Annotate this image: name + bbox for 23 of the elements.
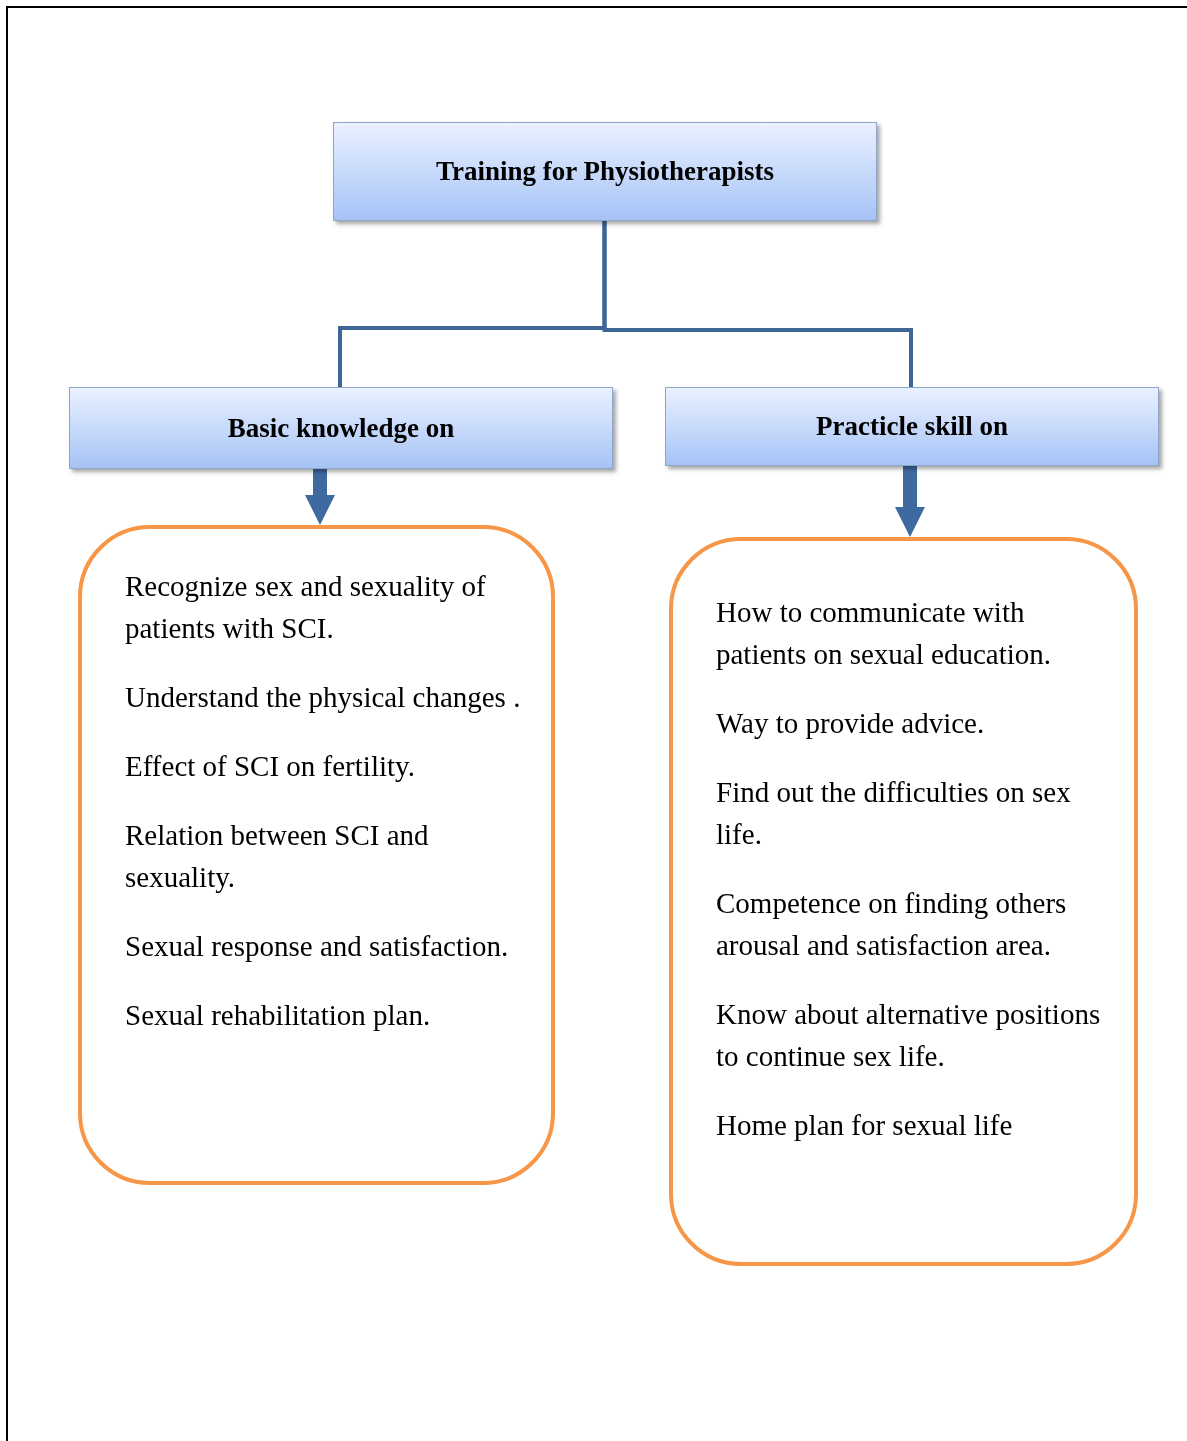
heading-box	[665, 387, 1159, 466]
connector-line	[602, 221, 913, 387]
list-item-text: Sexual rehabilitation plan.	[125, 998, 432, 1033]
list-item-text: Relation between SCI and sexuality.	[125, 818, 430, 895]
list-item-text: Recognize sex and sexuality of patients with SCI.	[125, 569, 487, 646]
list-item-text: Competence on finding others arousal and satisfaction area.	[716, 886, 1068, 963]
heading-box	[69, 387, 613, 469]
heading-text: Basic knowledge on	[227, 411, 455, 445]
list-item-text: Understand the physical changes .	[125, 680, 521, 715]
heading-text: Training for Physiotherapists	[436, 155, 774, 189]
list-item-text: Sexual response and satisfaction.	[125, 929, 510, 964]
list-item-text: Find out the difficulties on sex life.	[716, 775, 1072, 852]
topic-list-box	[669, 537, 1138, 1266]
list-item-text: Way to provide advice.	[716, 706, 986, 741]
list-item-text: Home plan for sexual life	[716, 1108, 1014, 1143]
topic-list-box	[78, 525, 555, 1185]
block-arrow	[895, 466, 925, 537]
list-item-text: How to communicate with patients on sexual education.	[716, 595, 1052, 672]
block-arrow	[305, 469, 335, 525]
list-item-text: Effect of SCI on fertility.	[125, 749, 416, 784]
list-item-text: Know about alternative positions to continue sex life.	[716, 997, 1102, 1074]
heading-box	[333, 122, 877, 221]
heading-text: Practicle skill on	[816, 410, 1008, 444]
